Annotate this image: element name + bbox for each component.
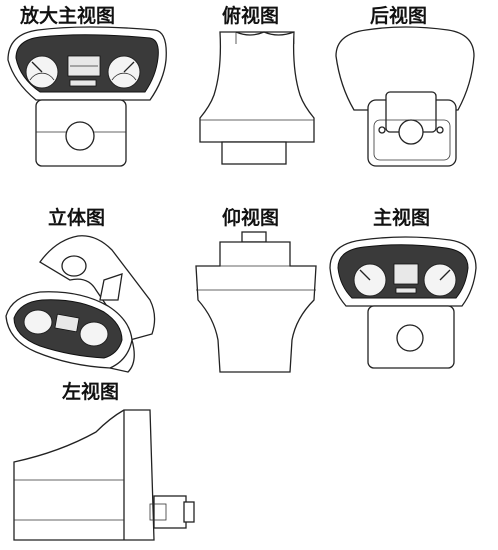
left-bolt-outline xyxy=(149,503,167,521)
indicator-strip xyxy=(69,79,97,87)
label-isometric-view: 立体图 xyxy=(48,206,105,229)
iso-knob xyxy=(61,255,87,277)
label-front-view: 主视图 xyxy=(373,206,430,229)
fuel-scale xyxy=(111,72,137,81)
front-fuel-needle xyxy=(439,269,451,281)
rear-housing xyxy=(335,26,475,111)
knob-icon xyxy=(65,121,95,151)
iso-lcd-display-icon xyxy=(54,313,80,333)
fuel-needle xyxy=(123,61,135,73)
bottom-body xyxy=(195,241,317,373)
bottom-view xyxy=(195,231,317,373)
enlarged-front-view xyxy=(7,26,167,167)
rear-screw-right xyxy=(436,126,444,134)
rear-bracket-inner xyxy=(373,119,451,161)
front-lcd-display-icon xyxy=(393,263,419,285)
top-view xyxy=(199,31,315,165)
rear-bolt xyxy=(398,119,424,145)
front-knob-icon xyxy=(396,324,424,352)
label-enlarged-front-view: 放大主视图 xyxy=(19,4,115,27)
label-left-view: 左视图 xyxy=(62,380,119,403)
left-side-view xyxy=(13,409,195,541)
speedometer-needle xyxy=(31,61,43,73)
front-view xyxy=(329,236,477,369)
speedometer-scale xyxy=(29,72,55,81)
front-speedometer-needle xyxy=(359,269,371,281)
left-mount-block xyxy=(153,495,187,529)
top-mount-block xyxy=(221,141,287,165)
label-top-view: 俯视图 xyxy=(222,4,279,27)
iso-speedometer-gauge-icon xyxy=(23,309,53,335)
iso-fuel-gauge-icon xyxy=(79,321,109,347)
label-rear-view: 后视图 xyxy=(370,4,427,27)
left-bolt-head xyxy=(183,501,195,523)
top-body xyxy=(199,31,315,143)
label-bottom-view: 仰视图 xyxy=(222,206,279,229)
bottom-top-lug xyxy=(241,231,267,243)
rear-screw-left xyxy=(378,126,386,134)
iso-tab xyxy=(99,273,123,301)
top-curve xyxy=(235,31,295,36)
left-body xyxy=(13,409,155,541)
isometric-view xyxy=(5,235,156,373)
iso-side-edge xyxy=(109,339,135,373)
rear-view xyxy=(335,26,475,167)
front-indicator-strip xyxy=(395,287,417,294)
